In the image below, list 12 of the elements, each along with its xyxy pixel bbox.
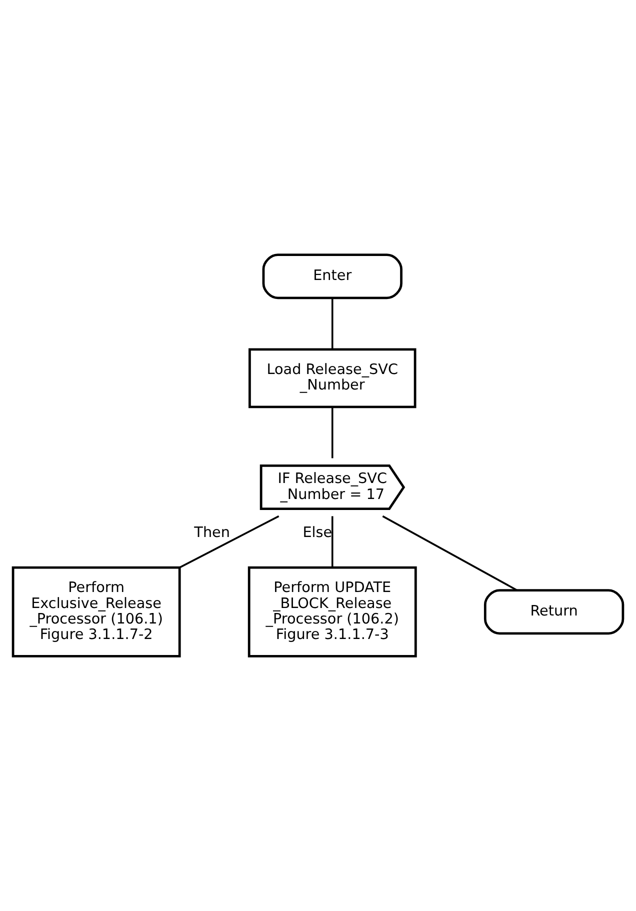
node-box: Enter: [262, 254, 402, 300]
connector: [179, 515, 280, 568]
connector: [331, 298, 334, 350]
connector: [382, 515, 518, 592]
edge-label: Then: [194, 525, 230, 542]
connector: [331, 407, 334, 458]
node-box: Return: [484, 589, 624, 635]
node-box: Load Release_SVC _Number: [248, 348, 416, 408]
edge-label: Else: [302, 524, 332, 541]
node-box: Perform Exclusive_Release _Processor (106.1) Figure 3.1.1.7-2: [12, 566, 181, 658]
connector: [331, 516, 334, 568]
node-box: Perform UPDATE _BLOCK_Release _Processor (106.2) Figure 3.1.1.7-3: [248, 566, 417, 658]
